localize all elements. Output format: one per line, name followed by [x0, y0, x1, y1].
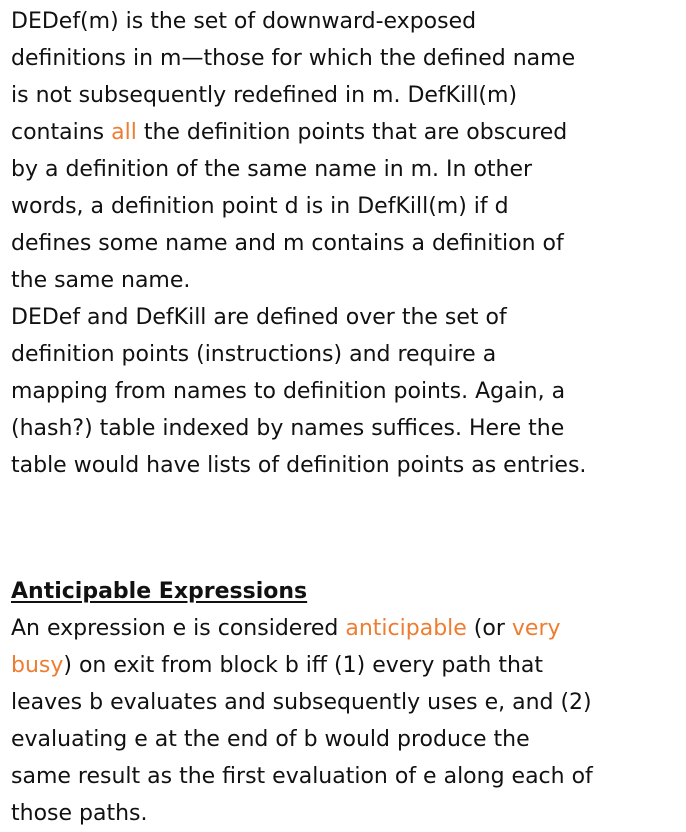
highlight-anticipable: anticipable	[345, 616, 467, 641]
highlight-very: very	[511, 616, 561, 641]
text-line: DEDef and DefKill are defined over the s…	[11, 305, 507, 330]
text-line: contains all the definition points that …	[11, 114, 681, 151]
text-line: leaves b evaluates and subsequently uses…	[11, 690, 592, 715]
section-heading: Anticipable Expressions	[11, 579, 308, 604]
text-line: by a definition of the same name in m. I…	[11, 157, 533, 182]
text-segment: (or	[466, 616, 512, 641]
text-line: the same name.	[11, 268, 191, 293]
section-anticipable-expressions: Anticipable Expressions An expression e …	[11, 573, 681, 832]
text-line: definitions in m—those for which the def…	[11, 46, 576, 71]
text-line: same result as the first evaluation of e…	[11, 764, 593, 789]
text-segment: the definition points that are obscured	[136, 120, 568, 145]
text-line: mapping from names to definition points.…	[11, 379, 566, 404]
text-line: is not subsequently redefined in m. DefK…	[11, 83, 518, 108]
text-line: An expression e is considered anticipabl…	[11, 610, 681, 647]
section-heading-line: Anticipable Expressions	[11, 573, 681, 610]
text-line: those paths.	[11, 801, 148, 826]
text-segment: contains	[11, 120, 112, 145]
text-line: definition points (instructions) and req…	[11, 342, 497, 367]
highlight-all: all	[111, 120, 137, 145]
text-line: DEDef(m) is the set of downward-exposed	[11, 9, 477, 34]
paragraph-definition-points: DEDef and DefKill are defined over the s…	[11, 299, 681, 484]
paragraph-dedef-defkill: DEDef(m) is the set of downward-exposed …	[11, 3, 681, 299]
text-segment: An expression e is considered	[11, 616, 346, 641]
text-line: defines some name and m contains a defin…	[11, 231, 564, 256]
text-line: evaluating e at the end of b would produ…	[11, 727, 530, 752]
text-line: busy) on exit from block b iff (1) every…	[11, 647, 681, 684]
slide-content: DEDef(m) is the set of downward-exposed …	[11, 3, 681, 832]
text-segment: ) on exit from block b iff (1) every pat…	[63, 653, 544, 678]
highlight-busy: busy	[11, 653, 64, 678]
text-line: words, a definition point d is in DefKil…	[11, 194, 509, 219]
text-line: (hash?) table indexed by names suffices.…	[11, 416, 565, 441]
text-line: table would have lists of definition poi…	[11, 453, 587, 478]
section-spacer	[11, 484, 681, 573]
